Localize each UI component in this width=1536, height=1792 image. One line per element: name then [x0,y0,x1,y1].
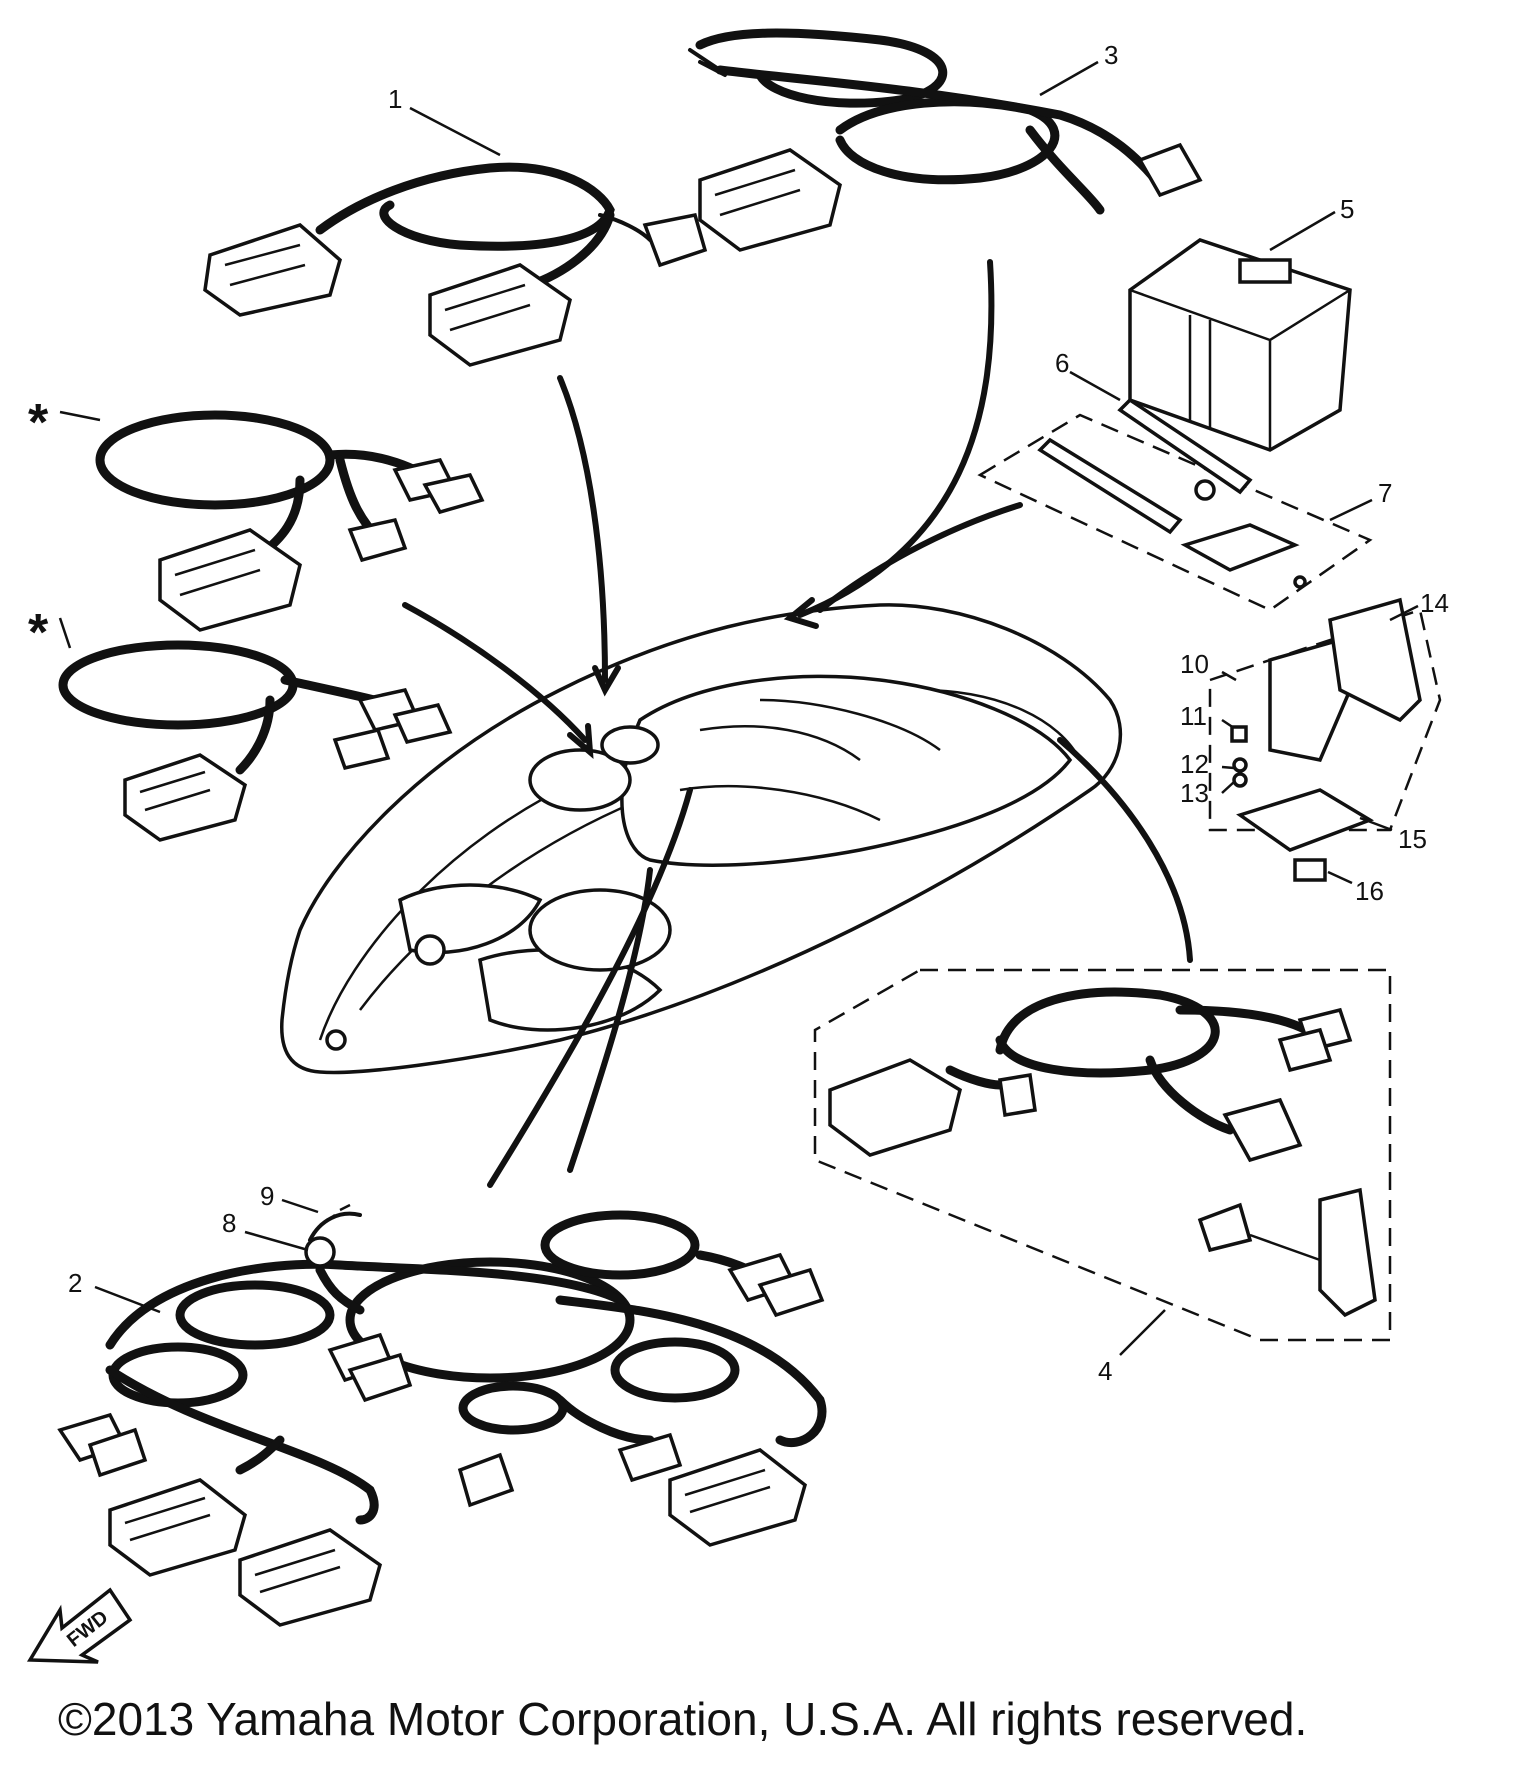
battery-bracket-group [977,397,1373,612]
callout-1: 1 [388,84,402,114]
callout-5: 5 [1340,194,1354,224]
callout-7: 7 [1378,478,1392,508]
harness-2 [57,1203,827,1627]
callout-16: 16 [1355,876,1384,906]
callout-12: 12 [1180,749,1209,779]
bracket-hardware-group [1208,597,1442,882]
callout-4: 4 [1098,1356,1112,1386]
callout-star-b: * [28,604,49,662]
callout-2: 2 [68,1268,82,1298]
callout-9: 9 [260,1181,274,1211]
battery-5 [1128,238,1352,452]
harness-star-a [95,410,485,632]
callout-11: 11 [1180,701,1207,731]
copyright-notice: ©2013 Yamaha Motor Corporation, U.S.A. A… [58,1693,1308,1745]
callout-10: 10 [1180,649,1209,679]
harness-3 [688,28,1203,252]
callout-6: 6 [1055,348,1069,378]
harness-1 [203,162,708,367]
callout-3: 3 [1104,40,1118,70]
forward-direction-arrow: FWD [26,1587,133,1664]
watercraft-hull [280,603,1123,1075]
callout-14: 14 [1420,588,1449,618]
callout-star-a: * [28,394,49,452]
location-arrows [402,259,1193,1188]
leader-lines [58,60,1419,1356]
harness-star-b [58,640,453,842]
callout-15: 15 [1398,824,1427,854]
callout-8: 8 [222,1208,236,1238]
harness-4-group [813,968,1392,1342]
callout-13: 13 [1180,778,1209,808]
callout-numbers: 1 3 5 6 7 14 10 11 12 13 15 16 4 2 8 9 *… [28,40,1449,1386]
